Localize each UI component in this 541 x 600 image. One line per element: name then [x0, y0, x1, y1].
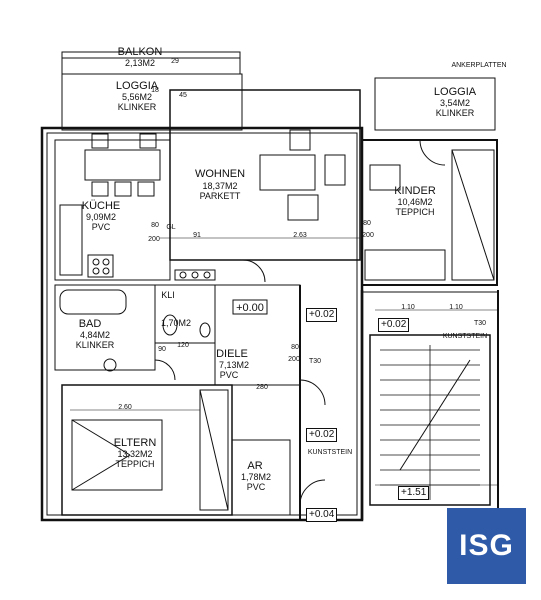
kinder-name: KINDER [394, 185, 436, 197]
level-002-b: +0.02 [378, 318, 410, 332]
loggia-left-floor: KLINKER [117, 102, 157, 112]
diele-floor: PVC [219, 370, 239, 380]
dim-80-c: 80 [291, 344, 299, 351]
dim-110-b: 1.10 [449, 304, 463, 311]
level-151: +1.51 [398, 486, 430, 500]
loggia-right-floor: KLINKER [435, 108, 475, 118]
dim-45: 45 [179, 92, 187, 99]
wohnen-floor: PARKETT [199, 191, 241, 201]
isg-logo: ISG [447, 508, 526, 584]
dim-263: 2.63 [293, 232, 307, 239]
balkon-name: BALKON [117, 46, 163, 58]
loggia-right-name: LOGGIA [433, 86, 477, 98]
children-outline [361, 139, 498, 286]
diele-name: DIELE [216, 348, 248, 360]
dim-200-c: 200 [288, 356, 300, 363]
t30-top-label: T30 [473, 320, 487, 327]
dim-80-a: 80 [151, 222, 159, 229]
dim-18: 18 [151, 87, 159, 94]
ar-area: 1,78M2 [240, 472, 272, 482]
dim-90: 90 [158, 346, 166, 353]
level-004: +0.04 [306, 508, 338, 522]
kunststein-top-label: KUNSTSTEIN [442, 333, 488, 340]
ar-floor: PVC [246, 482, 266, 492]
dim-91: 91 [193, 232, 201, 239]
dim-80-b: 80 [363, 220, 371, 227]
kli-area: 1,70M2 [160, 318, 192, 328]
loggia-left-area: 5,56M2 [121, 92, 153, 102]
dim-200-b: 200 [362, 232, 374, 239]
kunststein-mid-label: KUNSTSTEIN [307, 449, 353, 456]
t30-mid-label: T30 [308, 358, 322, 365]
eltern-area: 13,32M2 [117, 449, 153, 459]
gl-label: GL [166, 224, 176, 231]
level-000: +0.00 [236, 302, 264, 314]
loggia-left-outline [61, 73, 243, 131]
loggia-right-area: 3,54M2 [439, 98, 471, 108]
balkon-area: 2,13M2 [124, 58, 156, 68]
wohnen-area: 18,37M2 [202, 181, 238, 191]
eltern-floor: TEPPICH [115, 459, 155, 469]
wohnen-name: WOHNEN [194, 168, 246, 180]
bad-name: BAD [78, 318, 102, 330]
loggia-left-name: LOGGIA [115, 80, 159, 92]
diele-area: 7,13M2 [218, 360, 250, 370]
eltern-name: ELTERN [113, 437, 157, 449]
kinder-floor: TEPPICH [395, 207, 435, 217]
bad-floor: KLINKER [75, 340, 115, 350]
stair-outline [369, 334, 491, 506]
storage-outline [231, 439, 291, 516]
dim-260: 2.60 [118, 404, 132, 411]
dim-200-a: 200 [148, 236, 160, 243]
loggia-right-outline [374, 77, 496, 131]
kinder-area: 10,46M2 [397, 197, 433, 207]
bad-area: 4,84M2 [79, 330, 111, 340]
dim-280: 280 [256, 384, 268, 391]
dim-29: 29 [171, 58, 179, 65]
kueche-area: 9,09M2 [85, 212, 117, 222]
kli-name: KLI [161, 290, 175, 300]
kueche-name: KÜCHE [81, 200, 121, 212]
dim-110-a: 1.10 [401, 304, 415, 311]
kitchen-outline [54, 139, 171, 281]
ar-name: AR [247, 460, 263, 472]
ankerplatten-label: ANKERPLATTEN [451, 62, 507, 69]
dim-120: 120 [177, 342, 189, 349]
level-002-a: +0.02 [306, 308, 338, 322]
kueche-floor: PVC [91, 222, 111, 232]
level-002-c: +0.02 [306, 428, 338, 442]
